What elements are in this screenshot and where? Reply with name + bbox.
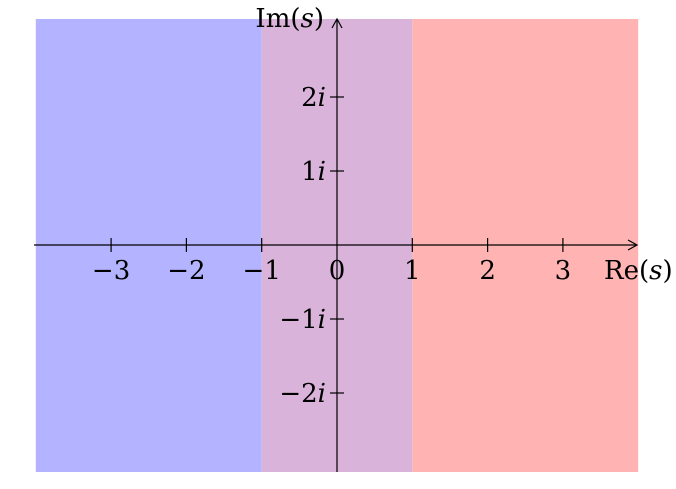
real-axis-arrowhead: [627, 239, 639, 251]
x-tick-label: −2: [167, 256, 205, 286]
ticks-layer: [110, 96, 564, 394]
x-tick-label: 2: [479, 256, 496, 286]
y-tick-label: −2i: [279, 379, 326, 409]
tick-labels-layer: −3 −2 −1 0 1 2 3 2i 1i −1i −2i: [92, 83, 571, 409]
x-tick-label: −3: [92, 256, 130, 286]
x-tick-label: −1: [243, 256, 281, 286]
x-tick-label: 0: [329, 256, 346, 286]
real-axis-label: Re(s): [604, 256, 673, 286]
y-tick-label: 2i: [301, 83, 326, 113]
imaginary-axis-label: Im(s): [255, 4, 324, 34]
imaginary-axis-arrowhead: [331, 17, 343, 29]
y-tick-label: −1i: [279, 305, 326, 335]
axes-layer: [34, 17, 639, 472]
x-tick-label: 3: [555, 256, 572, 286]
x-tick-label: 1: [404, 256, 421, 286]
y-tick-label: 1i: [301, 157, 326, 187]
